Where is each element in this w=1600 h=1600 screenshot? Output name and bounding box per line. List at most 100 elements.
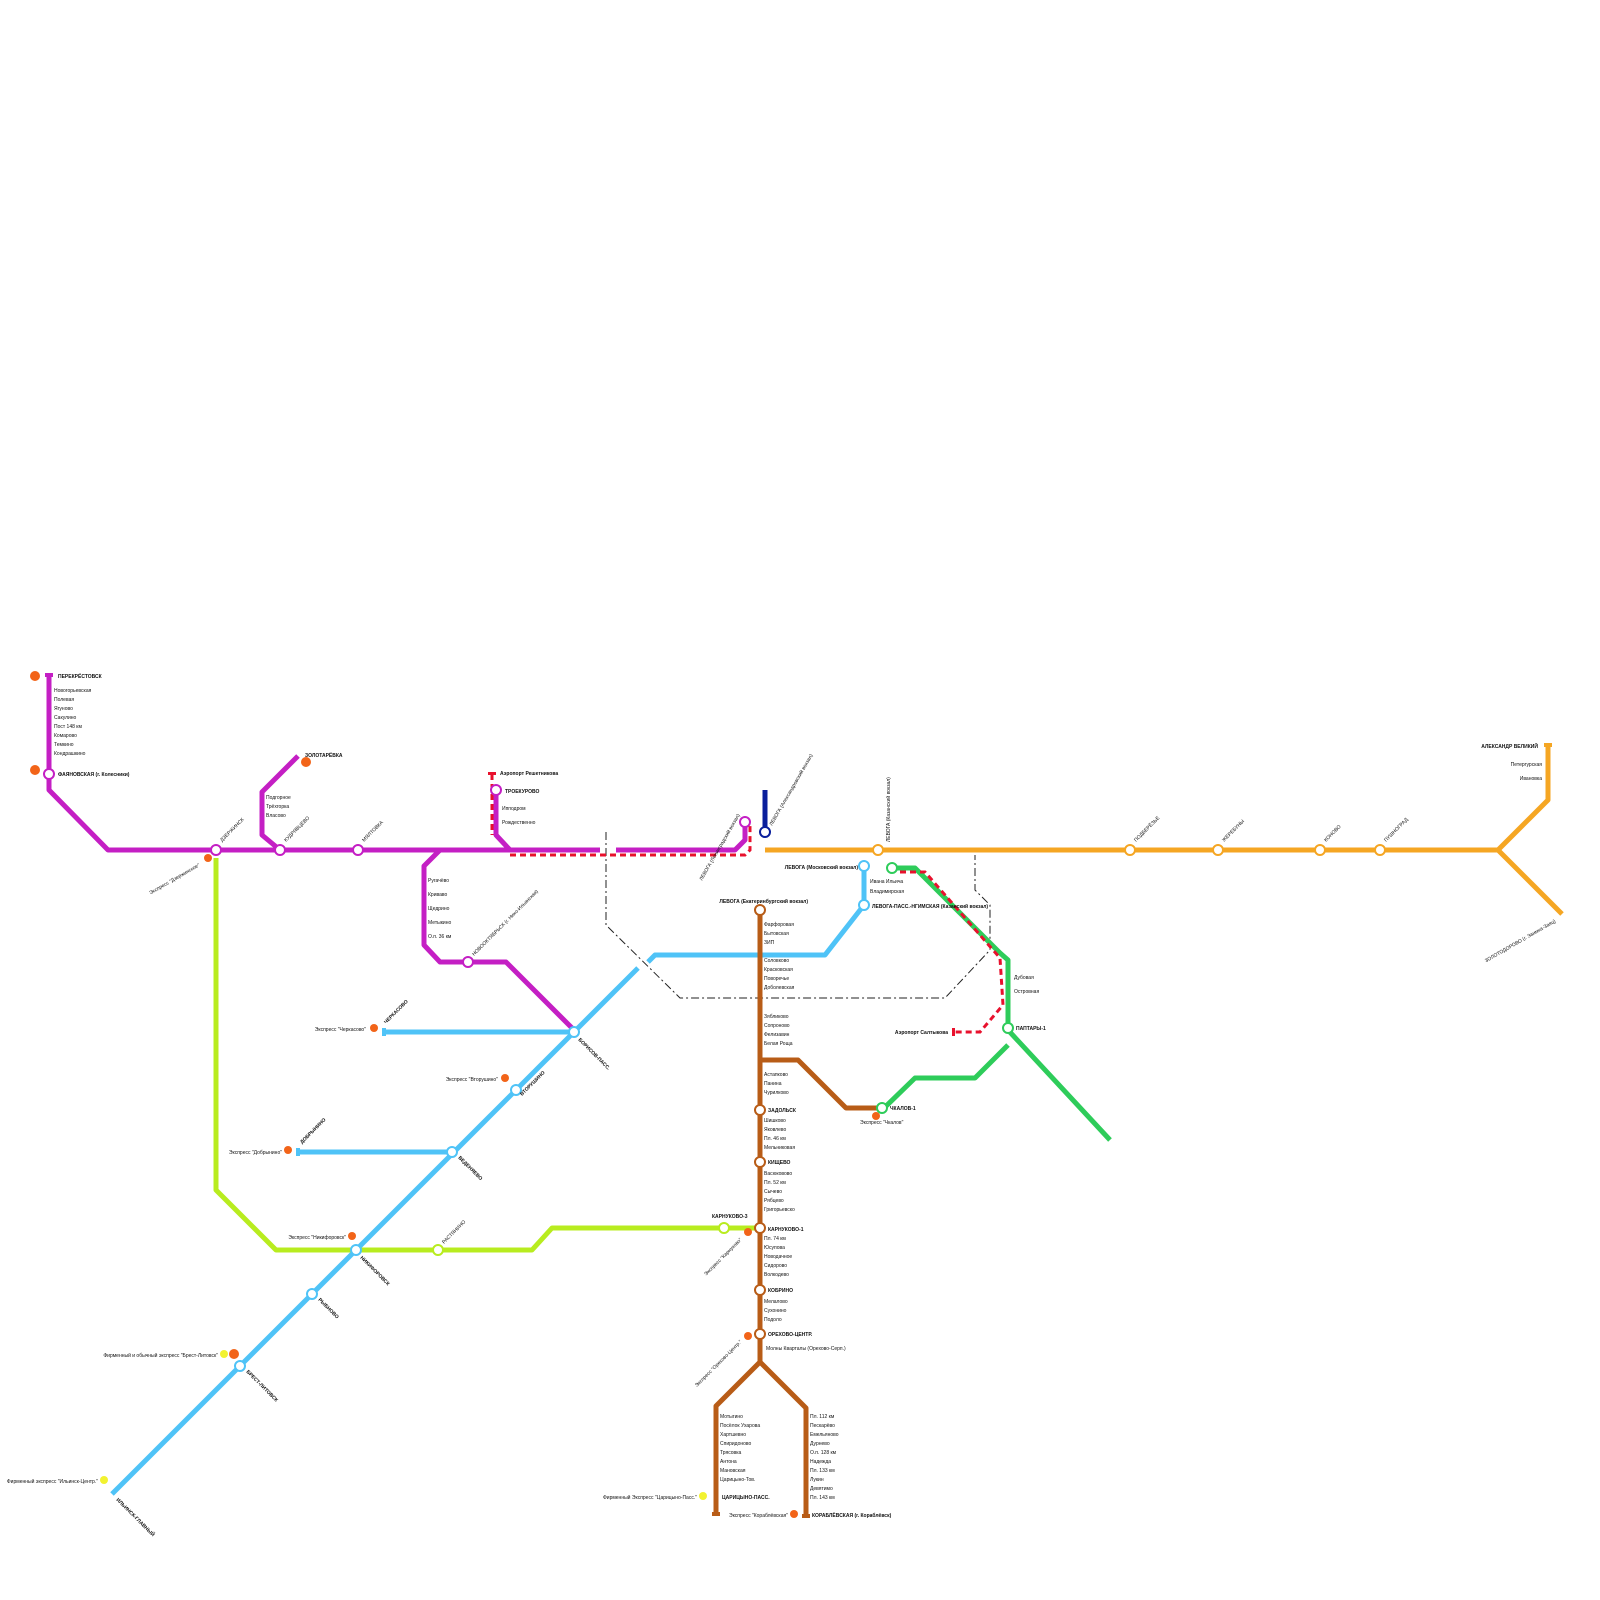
station-nikiforovsk[interactable] xyxy=(350,1244,362,1256)
label-express-nikiforovsk: Экспресс "Никифоровск" xyxy=(288,1235,346,1241)
station-vedenyaevo[interactable] xyxy=(446,1146,458,1158)
express-icon-karnukovo[interactable] xyxy=(744,1228,752,1236)
station-borisov-pass[interactable] xyxy=(568,1026,580,1038)
label-levoga-nimskaya: ЛЕВОГА-ПАСС.-НГИМСКАЯ (Казанский вокзал) xyxy=(872,903,988,910)
station-fayanovskaya[interactable] xyxy=(43,768,55,780)
station-zheribuny[interactable] xyxy=(1212,844,1224,856)
list-item: Бытовская xyxy=(764,931,789,937)
label-express-brest: Фирменный и обычный экспресс "Брест-Лито… xyxy=(103,1352,218,1359)
station-levoga-nimskaya[interactable] xyxy=(858,899,870,911)
station-rastyanino[interactable] xyxy=(432,1244,444,1256)
station-podberezye[interactable] xyxy=(1124,844,1136,856)
list-item: Антона xyxy=(720,1459,737,1465)
station-karnukovo3[interactable] xyxy=(718,1222,730,1234)
list-item: Сидорово xyxy=(764,1263,787,1269)
station-konovo[interactable] xyxy=(1314,844,1326,856)
station-kischevo[interactable] xyxy=(754,1156,766,1168)
list-item: Надежда xyxy=(810,1459,831,1465)
terminus-perekrestovsk[interactable] xyxy=(45,673,53,677)
express-icon-nikiforovsk[interactable] xyxy=(348,1232,356,1240)
label-levoga-kazansky: ЛЕВОГА (Казанский вокзал) xyxy=(885,777,892,842)
express-icon-orekhovo[interactable] xyxy=(744,1332,752,1340)
express-icon-perekrestovsk[interactable] xyxy=(30,671,40,681)
list-item: Волкодево xyxy=(764,1272,789,1278)
label-dubovaya: Дубовая xyxy=(1014,975,1034,981)
list-item: Сакулино xyxy=(54,715,77,721)
terminus-airport-saltykova[interactable] xyxy=(952,1028,955,1036)
brown-line xyxy=(713,910,763,1514)
station-levoga-leningradsky[interactable] xyxy=(739,816,751,828)
station-novooktyabrsk[interactable] xyxy=(462,956,474,968)
label-troekurovo: ТРОЕКУРОВО xyxy=(505,789,539,795)
express-icon-zolotaryovka[interactable] xyxy=(301,757,311,767)
label-kobrino: КОБРИНО xyxy=(768,1288,793,1294)
express-icon-brest[interactable] xyxy=(229,1349,239,1359)
terminus-tsaritsyno[interactable] xyxy=(712,1512,720,1516)
express-icon-ilyinsk[interactable] xyxy=(100,1476,108,1484)
station-levoga-moskovsky[interactable] xyxy=(858,860,870,872)
station-chkalov[interactable] xyxy=(876,1102,888,1114)
express-icon-vtorushino[interactable] xyxy=(501,1074,509,1082)
station-levoga-ekaterinburgsky[interactable] xyxy=(754,904,766,916)
station-troekurovo[interactable] xyxy=(490,784,502,796)
station-kobrino[interactable] xyxy=(754,1284,766,1296)
express-icon-fayanovskaya[interactable] xyxy=(30,765,40,775)
terminus-dobrynino[interactable] xyxy=(296,1148,300,1156)
station-karnukovo1[interactable] xyxy=(754,1222,766,1234)
list-item: Поворечье xyxy=(764,976,789,982)
label-fayanovskaya: ФАЯНОВСКАЯ (г. Колесники) xyxy=(58,772,130,778)
label-express-cherkasovo: Экспресс "Черкасово" xyxy=(315,1027,366,1033)
station-orekhovo-centr[interactable] xyxy=(754,1328,766,1340)
express-icon-tsaritsyno[interactable] xyxy=(699,1492,707,1500)
label-vedenyaevo: ВЕДЕНЯЕВО xyxy=(457,1155,484,1182)
express-icon-chkalov[interactable] xyxy=(872,1112,880,1120)
station-zadolsk[interactable] xyxy=(754,1104,766,1116)
station-kudryavtsevo[interactable] xyxy=(274,844,286,856)
list-item: Лукин xyxy=(810,1477,824,1483)
label-express-tsaritsyno: Фирменный Экспресс "Царицыно-Пасс." xyxy=(603,1494,697,1501)
label-molny-kvartaly: Молны Кварталы (Орехово-Серп.) xyxy=(766,1346,846,1352)
label-zolotodorovo: ЗОЛОТОДОРОВО (г. Заимка-Заяц) xyxy=(1484,918,1557,964)
terminus-aleksandr-veliky[interactable] xyxy=(1544,743,1552,747)
list-item: Полевая xyxy=(54,697,74,703)
list-item: Панина xyxy=(764,1081,782,1087)
express-icon-korablevskaya[interactable] xyxy=(790,1510,798,1518)
list-item: Астапково xyxy=(764,1072,788,1078)
express-icon-dobrynino[interactable] xyxy=(284,1146,292,1154)
station-myaltovka[interactable] xyxy=(352,844,364,856)
label-cherkasovo: ЧЕРКАСОВО xyxy=(383,999,410,1026)
list-item: Спиридоново xyxy=(720,1441,752,1447)
station-brest-litovsk[interactable] xyxy=(234,1360,246,1372)
station-vtorushino[interactable] xyxy=(510,1084,522,1096)
terminus-korablevskaya[interactable] xyxy=(802,1514,810,1518)
express-icon-cherkasovo[interactable] xyxy=(370,1024,378,1032)
list-item: Доболевская xyxy=(764,985,795,991)
express-icon-dzerzhinsk[interactable] xyxy=(204,854,212,862)
list-item: Власово xyxy=(266,813,286,819)
station-green-start[interactable] xyxy=(886,862,898,874)
label-tsaritsyno: ЦАРИЦЫНО-ПАСС. xyxy=(722,1495,770,1501)
station-pushnograd[interactable] xyxy=(1374,844,1386,856)
label-rybnovo: РЫБНОВО xyxy=(317,1297,340,1320)
label-novooktyabrsk: НОВООКТЯБРЬСК (г. Нико-Ильинская) xyxy=(471,889,540,958)
list-item: Подгорное xyxy=(266,795,291,801)
list-item: Новогорьевская xyxy=(54,688,92,694)
terminus-cherkasovo[interactable] xyxy=(382,1028,386,1036)
station-levoga-kazansky[interactable] xyxy=(872,844,884,856)
green-line xyxy=(892,865,1112,1142)
station-levoga-alexandrovsky[interactable] xyxy=(759,826,771,838)
magenta-branch-zolotaryovka xyxy=(259,754,300,852)
green-dashed-track xyxy=(900,870,1005,1034)
list-item: Чурилково xyxy=(764,1090,789,1096)
station-paptary[interactable] xyxy=(1002,1022,1014,1034)
terminus-airport-reshetnikova[interactable] xyxy=(488,772,496,775)
station-rybnovo[interactable] xyxy=(306,1288,318,1300)
list-item: Криваво xyxy=(428,892,447,898)
express-icon-brest-yellow[interactable] xyxy=(220,1350,228,1358)
station-dzerzhinsk[interactable] xyxy=(210,844,222,856)
stations xyxy=(43,673,1552,1518)
